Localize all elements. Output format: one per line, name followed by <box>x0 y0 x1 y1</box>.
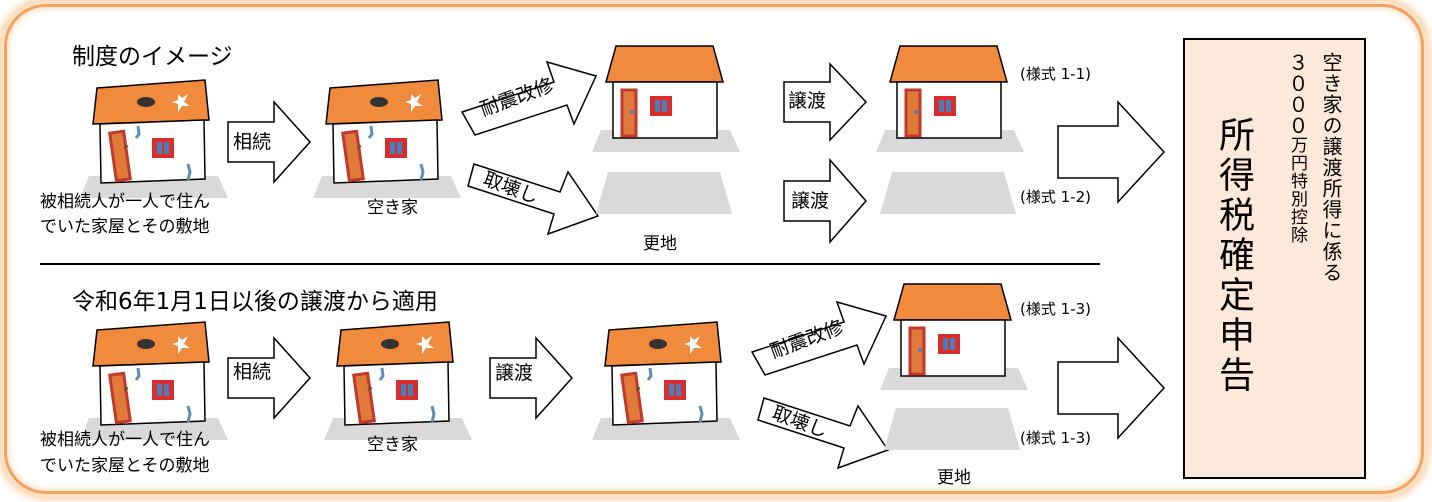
inherit-label-top: 相続 <box>233 131 272 153</box>
transfer-arrow-top-a <box>783 62 868 142</box>
house-transferred-top <box>874 44 1026 154</box>
vacant-land-label-bottom: 更地 <box>937 468 971 488</box>
vacant-land-top <box>596 172 732 214</box>
transfer-arrow-top-b <box>783 158 867 244</box>
house-caption-bottom-1: 被相続人が一人で住ん <box>40 430 210 450</box>
transfer-label-top-a: 譲渡 <box>788 90 827 112</box>
house-transferred-bottom <box>590 320 742 442</box>
inherit-arrow-bottom <box>227 336 312 420</box>
result-arrow-top <box>1057 100 1166 204</box>
form-label-1-3-b: (様式 1-3) <box>1020 429 1091 447</box>
transfer-label-bottom: 譲渡 <box>495 362 534 384</box>
house-final-bottom <box>878 282 1030 392</box>
renovate-arrow-top <box>460 60 598 136</box>
heading-top: 制度のイメージ <box>72 44 233 70</box>
form-label-1-3-a: (様式 1-3) <box>1020 300 1091 318</box>
section-divider <box>40 263 1100 265</box>
income-tax-return-title: 所得税確定申告 <box>1213 116 1254 396</box>
house-empty-bottom <box>322 320 474 442</box>
house-occupied-top <box>78 78 230 200</box>
tax-return-box: 空き家の譲渡所得に係る ３０００万円特別控除 所得税確定申告 <box>1183 38 1366 479</box>
heading-bottom: 令和6年1月1日以後の譲渡から適用 <box>72 289 438 315</box>
special-deduction-line-2: ３０００万円特別控除 <box>1285 52 1309 244</box>
inherit-label-bottom: 相続 <box>233 361 272 383</box>
empty-house-label-top: 空き家 <box>367 198 418 218</box>
house-empty-top <box>311 78 463 200</box>
house-caption-top-1: 被相続人が一人で住ん <box>40 192 210 212</box>
renovate-arrow-bottom <box>750 300 888 376</box>
house-caption-bottom-2: でいた家屋とその敷地 <box>40 456 210 476</box>
diagram-frame <box>4 4 1424 494</box>
result-arrow-bottom <box>1057 336 1166 440</box>
house-caption-top-2: でいた家屋とその敷地 <box>40 217 210 237</box>
house-occupied-bottom <box>78 320 230 442</box>
empty-house-label-bottom: 空き家 <box>367 435 418 455</box>
inherit-arrow-top <box>227 100 312 184</box>
demolish-arrow-top <box>467 163 600 236</box>
house-renovated-top <box>590 44 742 154</box>
demolish-arrow-bottom <box>757 397 890 470</box>
transfer-arrow-bottom <box>489 336 574 420</box>
land-transferred-top <box>880 172 1016 214</box>
deduction-amount: ３０００ <box>1285 52 1309 136</box>
form-label-1-2: (様式 1-2) <box>1020 188 1091 206</box>
deduction-unit: 万円特別控除 <box>1287 136 1307 244</box>
vacant-land-label-top: 更地 <box>643 234 677 254</box>
vacant-land-bottom <box>884 408 1020 450</box>
transfer-label-top-b: 譲渡 <box>791 190 830 212</box>
special-deduction-line-1: 空き家の譲渡所得に係る <box>1319 52 1343 283</box>
form-label-1-1: (様式 1-1) <box>1020 65 1091 83</box>
